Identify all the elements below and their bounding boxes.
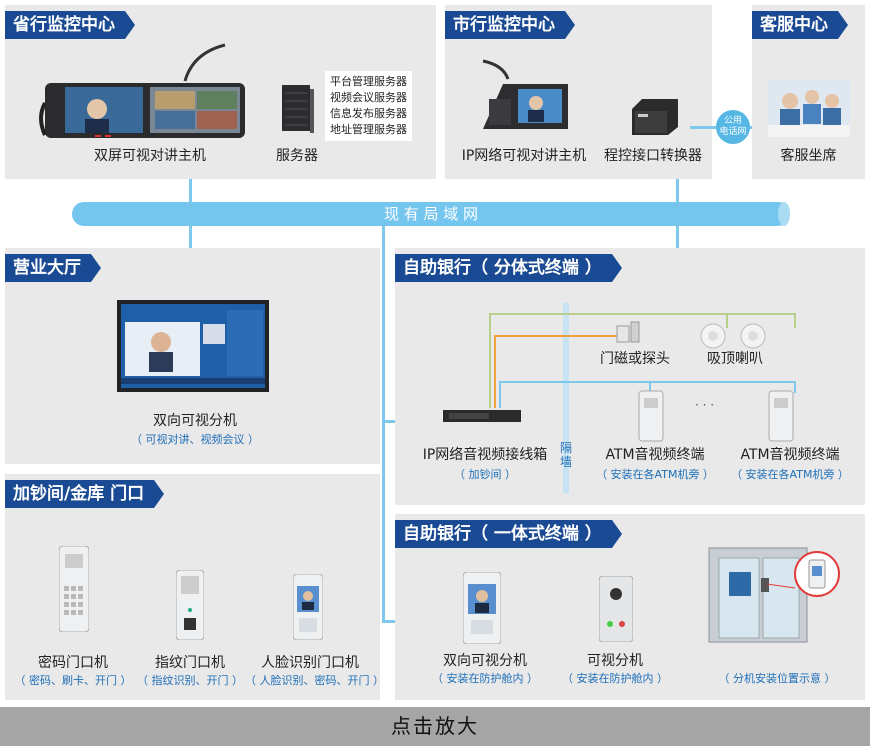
panel-title: 营业大厅 (5, 254, 101, 282)
panel-title: 省行监控中心 (5, 11, 135, 39)
av-junction-box-sub: （ 加钞间 ） (454, 468, 516, 481)
two-way-video-unit-sub: （ 安装在防护舱内 ） (432, 672, 538, 685)
panel-province-center: 省行监控中心 双屏可视对讲主机 服务器 平台管理服务器 视频会议服务器 信息发布… (5, 5, 436, 179)
ceiling-speaker-label: 吸顶喇叭 (707, 351, 763, 367)
fingerprint-door-unit-label: 指纹门口机 (155, 655, 225, 671)
lan-bus-end (778, 202, 790, 226)
video-unit-label: 可视分机 (587, 653, 643, 669)
panel-title: 自助银行（ 一体式终端 ） (395, 520, 622, 548)
server-list-item: 信息发布服务器 (330, 107, 407, 120)
server-list-item: 视频会议服务器 (330, 91, 407, 104)
door-sensor-label: 门磁或探头 (600, 351, 670, 367)
partition-wall-label: 隔 墙 (559, 441, 572, 469)
two-way-video-extension-label: 双向可视分机 (153, 413, 237, 429)
two-way-video-extension-sub: （ 可视对讲、视频会议 ） (131, 433, 259, 446)
wiring-diagram (395, 248, 865, 505)
password-door-unit-label: 密码门口机 (38, 655, 108, 671)
video-unit-sub: （ 安装在防护舱内 ） (562, 672, 668, 685)
fingerprint-door-unit-sub: （ 指纹识别、开门 ） (137, 674, 243, 687)
panel-business-hall: 营业大厅 双向可视分机 （ 可视对讲、视频会议 ） (5, 248, 380, 464)
panel-title: 自助银行（ 分体式终端 ） (395, 254, 622, 282)
video-unit-image (599, 576, 633, 642)
dual-screen-intercom-host-image (35, 43, 255, 143)
interface-converter-image (630, 97, 680, 137)
face-recognition-door-unit-sub: （ 人脸识别、密码、开门 ） (245, 674, 384, 687)
installation-location-sub: （ 分机安装位置示意 ） (718, 672, 836, 685)
panel-title: 市行监控中心 (445, 11, 575, 39)
service-agents-image (768, 79, 850, 137)
connector-bank-integrated (382, 620, 396, 623)
server-label: 服务器 (276, 148, 318, 164)
two-way-video-unit-image (463, 572, 501, 644)
installation-location-image (705, 544, 845, 644)
ip-intercom-host-image (473, 59, 573, 135)
face-recognition-door-unit-label: 人脸识别门口机 (261, 655, 359, 671)
ip-intercom-host-label: IP网络可视对讲主机 (461, 148, 587, 164)
atm-terminal-label: ATM音视频终端 (740, 447, 840, 463)
pstn-cloud: 公用 电话网 (716, 110, 750, 144)
connector-bank-split (382, 420, 396, 423)
server-list-item: 平台管理服务器 (330, 75, 407, 88)
service-agents-label: 客服坐席 (780, 148, 837, 164)
atm-terminal-sub: （ 安装在各ATM机旁 ） (731, 468, 849, 481)
panel-service-center: 客服中心 客服坐席 (752, 5, 865, 179)
interface-converter-label: 程控接口转换器 (604, 148, 702, 164)
password-door-unit-sub: （ 密码、刷卡、开门 ） (14, 674, 132, 687)
panel-title: 客服中心 (752, 11, 848, 39)
two-way-video-extension-image (117, 300, 269, 392)
atm-terminal-label: ATM音视频终端 (605, 447, 705, 463)
server-list: 平台管理服务器 视频会议服务器 信息发布服务器 地址管理服务器 (325, 71, 412, 141)
dual-screen-host-label: 双屏可视对讲主机 (94, 148, 206, 164)
face-recognition-door-unit-image (293, 574, 323, 640)
zoom-button[interactable]: 点击放大 (0, 707, 870, 746)
server-image (280, 83, 314, 135)
panel-title: 加钞间/金库 门口 (5, 480, 165, 508)
panel-self-service-integrated: 自助银行（ 一体式终端 ） 双向可视分机 （ 安装在防护舱内 ） 可视分机 （ … (395, 514, 865, 700)
atm-terminal-sub: （ 安装在各ATM机旁 ） (596, 468, 714, 481)
panel-self-service-split: 自助银行（ 分体式终端 ） 门磁或探头 吸顶喇叭 · · · 隔 墙 IP网络音… (395, 248, 865, 505)
panel-vault-entrance: 加钞间/金库 门口 密码门口机 （ 密码、刷卡、开门 ） 指纹门口机 （ 指纹识… (5, 474, 384, 700)
panel-city-center: 市行监控中心 IP网络可视对讲主机 程控接口转换器 (445, 5, 712, 179)
lan-bus-label: 现 有 局 域 网 (383, 205, 479, 223)
ellipsis: · · · (695, 398, 715, 412)
fingerprint-door-unit-image (176, 570, 204, 640)
lan-bus: 现 有 局 域 网 (72, 202, 790, 226)
server-list-item: 地址管理服务器 (330, 123, 407, 136)
password-door-unit-image (59, 546, 89, 632)
two-way-video-unit-label: 双向可视分机 (443, 653, 527, 669)
av-junction-box-label: IP网络音视频接线箱 (422, 447, 548, 463)
